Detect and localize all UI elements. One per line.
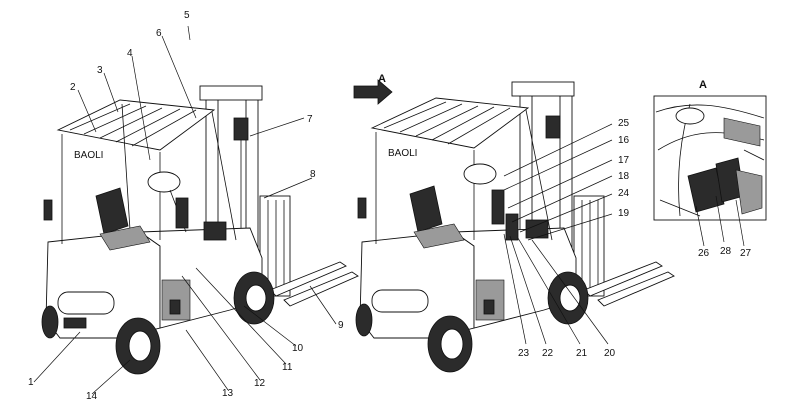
- counterweight-grille: [57, 291, 115, 315]
- fork-right-r: [597, 271, 675, 307]
- left-leader-lines: [33, 25, 337, 395]
- callout-28: 28: [720, 246, 732, 257]
- overhead-guard-roof-r: [370, 97, 530, 149]
- steering-wheel-r: [463, 163, 497, 185]
- mast-top-crossbar: [199, 85, 263, 101]
- seat-back-r: [409, 185, 443, 233]
- seat-cushion: [99, 225, 151, 251]
- detail-pedal-cover: [675, 107, 705, 125]
- tow-pin: [63, 317, 87, 329]
- callout-2: 2: [70, 82, 76, 93]
- steering-wheel: [147, 171, 181, 193]
- brand-logo-left: BAOLI: [74, 150, 103, 161]
- detail-view-title: A: [699, 79, 707, 91]
- view-arrow: A: [353, 73, 393, 105]
- callout-9: 9: [338, 320, 344, 331]
- callout-24: 24: [618, 188, 630, 199]
- steering-column-r: [491, 189, 505, 225]
- mirror: [43, 199, 53, 221]
- callout-4: 4: [127, 48, 133, 59]
- side-latch: [169, 299, 181, 315]
- callout-5: 5: [184, 10, 190, 21]
- callout-23: 23: [518, 348, 530, 359]
- callout-16: 16: [618, 135, 630, 146]
- detail-view-a: A 26 28 27: [653, 79, 767, 259]
- callout-17: 17: [618, 155, 630, 166]
- callout-27: 27: [740, 248, 752, 259]
- callout-19: 19: [618, 208, 630, 219]
- arrow-label: A: [378, 73, 386, 85]
- dash-panel-r: [525, 219, 549, 239]
- callout-3: 3: [97, 65, 103, 76]
- control-levers: [505, 213, 519, 241]
- callout-22: 22: [542, 348, 554, 359]
- right-leader-lines: [503, 123, 613, 345]
- side-latch-r: [483, 299, 495, 315]
- callout-7: 7: [307, 114, 313, 125]
- rear-wheel-far: [41, 305, 59, 339]
- callout-13: 13: [222, 388, 234, 399]
- callout-8: 8: [310, 169, 316, 180]
- counterweight-grille-r: [371, 289, 429, 313]
- rear-wheel-far-r: [355, 303, 373, 337]
- lift-cylinder-top-r: [545, 115, 561, 139]
- right-callout-labels: 25 16 17 18 24 19 23 22 21 20: [518, 118, 630, 359]
- mast-top-crossbar-r: [511, 81, 575, 97]
- callout-12: 12: [254, 378, 266, 389]
- lift-cylinder-top: [233, 117, 249, 141]
- mirror-r: [357, 197, 367, 219]
- callout-18: 18: [618, 171, 630, 182]
- dash-panel: [203, 221, 227, 241]
- callout-6: 6: [156, 28, 162, 39]
- brand-logo-right: BAOLI: [388, 148, 417, 159]
- callout-26: 26: [698, 248, 710, 259]
- left-callout-labels: 1 2 3 4 5 6 7 8 9 10 11 12 13 14: [28, 10, 344, 402]
- callout-20: 20: [604, 348, 616, 359]
- seat-back: [95, 187, 129, 235]
- callout-25: 25: [618, 118, 630, 129]
- callout-11: 11: [282, 362, 293, 373]
- fork-right: [283, 271, 359, 307]
- callout-21: 21: [576, 348, 588, 359]
- detail-accelerator-pedal: [687, 167, 725, 213]
- seat-cushion-r: [413, 223, 465, 249]
- left-forklift: BAOLI: [41, 85, 359, 375]
- steering-column: [175, 197, 189, 229]
- callout-10: 10: [292, 343, 304, 354]
- overhead-guard-roof: [56, 99, 216, 151]
- right-forklift: BAOLI: [355, 81, 675, 373]
- callout-14: 14: [86, 391, 98, 402]
- callout-1: 1: [28, 377, 34, 388]
- arrow-icon: [353, 79, 393, 105]
